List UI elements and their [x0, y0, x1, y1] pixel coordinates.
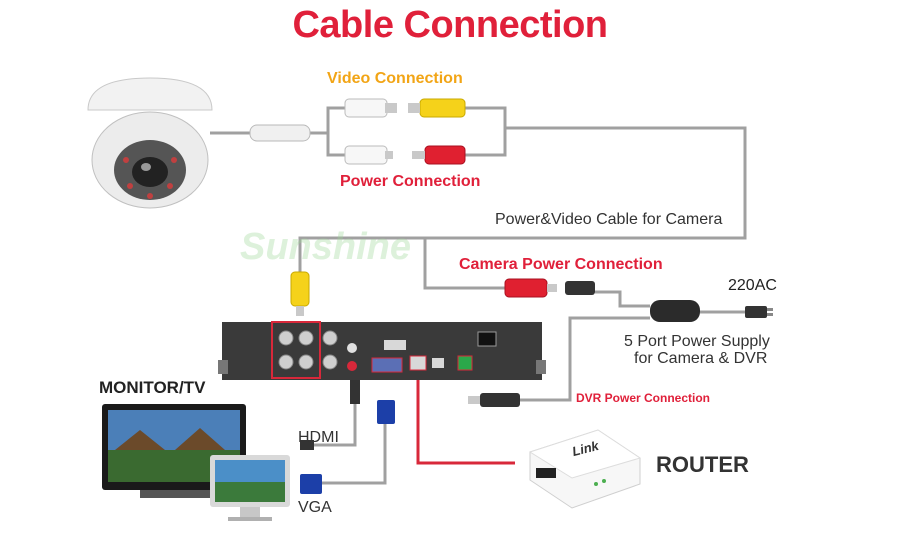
dvr-icon — [218, 321, 546, 380]
power-switch-icon — [477, 331, 497, 347]
psu-input-cable — [595, 290, 650, 308]
cable-junction-icon — [249, 124, 311, 142]
camera-power-plug-black-icon — [565, 281, 595, 295]
router-icon — [528, 429, 642, 509]
lan-port-icon — [409, 355, 427, 371]
camera-power-plug-red-icon — [504, 278, 557, 298]
video-trunk-cable — [298, 106, 747, 272]
hdmi-monitor-plug-icon — [300, 440, 314, 450]
network-cable — [416, 360, 515, 465]
vga-monitor-plug-icon — [300, 474, 322, 494]
power-jack-icon — [457, 355, 473, 371]
power-plug-white-icon — [344, 145, 393, 165]
power-trunk-cable — [465, 128, 507, 157]
pc-monitor-icon — [210, 455, 290, 521]
power-video-cable-label: Power&Video Cable for Camera — [495, 211, 723, 228]
dvr-power-connection-label: DVR Power Connection — [576, 391, 711, 405]
split-video-cable — [310, 106, 345, 135]
hdmi-label: HDMI — [298, 429, 339, 446]
power-supply-label-1: 5 Port Power Supply — [624, 333, 770, 350]
diagram-title: Cable Connection — [292, 4, 608, 46]
split-power-cable — [326, 133, 345, 157]
watermark-text: Sunshine — [240, 226, 412, 268]
power-supply-icon — [650, 300, 773, 322]
camera-power-connection-label: Camera Power Connection — [459, 256, 663, 273]
video-input-plug-icon — [290, 271, 310, 316]
hdmi-port-icon — [384, 340, 406, 350]
router-label: ROUTER — [656, 452, 749, 477]
dome-camera-icon — [87, 77, 213, 209]
vga-plug-icon — [377, 400, 395, 424]
video-connection-label: Video Connection — [327, 70, 463, 87]
power-supply-label-2: for Camera & DVR — [634, 350, 768, 367]
dvr-power-cable — [520, 316, 650, 402]
vga-label: VGA — [298, 499, 332, 516]
video-plug-yellow-icon — [408, 98, 466, 118]
hdmi-plug-icon — [350, 380, 360, 404]
video-plug-white-icon — [344, 98, 397, 118]
hdmi-cable — [305, 385, 357, 447]
vga-cable — [305, 420, 387, 485]
ac-220-label: 220AC — [728, 277, 777, 294]
camera-power-branch-cable — [423, 238, 505, 290]
monitor-tv-label: MONITOR/TV — [99, 378, 206, 397]
vga-port-icon — [371, 357, 403, 373]
power-plug-red-icon — [412, 145, 466, 165]
power-connection-label: Power Connection — [340, 173, 481, 190]
dvr-power-plug-icon — [480, 393, 520, 407]
